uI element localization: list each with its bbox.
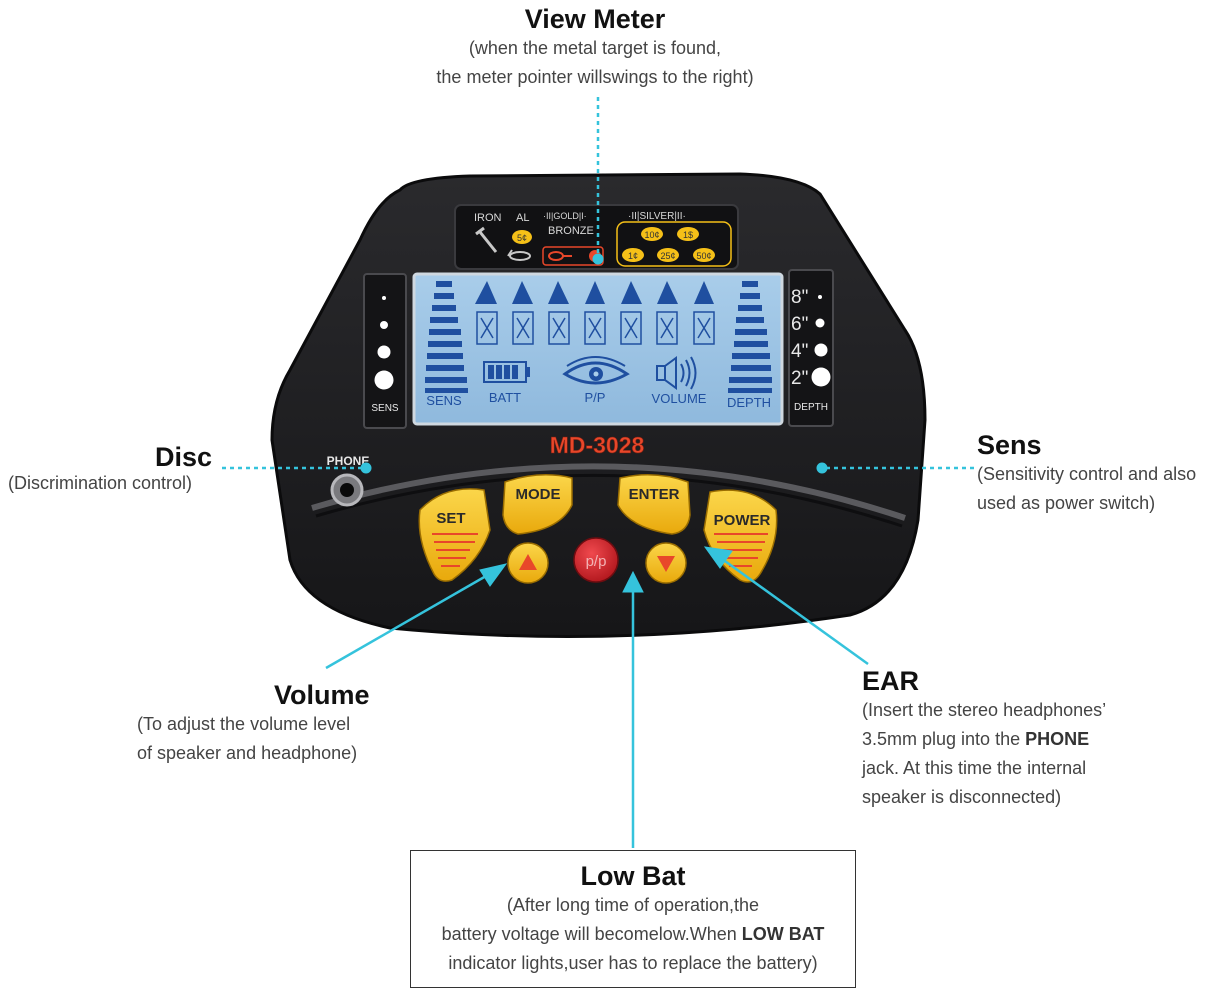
- ear-desc-line4: speaker is disconnected): [862, 787, 1062, 807]
- lcd-sens-label: SENS: [426, 393, 462, 408]
- svg-text:SET: SET: [436, 510, 465, 527]
- lcd-batt-label: BATT: [489, 390, 521, 405]
- phone-label: PHONE: [327, 454, 370, 468]
- depth-mark-6: 6": [791, 314, 808, 335]
- lcd-volume-label: VOLUME: [652, 391, 707, 406]
- iron-label: IRON: [474, 212, 502, 224]
- disc-title: Disc: [154, 442, 212, 472]
- svg-text:1$: 1$: [683, 230, 693, 240]
- nail-icon: [475, 226, 498, 253]
- view-meter-title: View Meter: [524, 4, 666, 34]
- set-button[interactable]: SET: [418, 488, 491, 582]
- svg-text:25¢: 25¢: [660, 251, 675, 261]
- ear-desc-line2: 3.5mm plug into the PHONE: [862, 729, 1090, 749]
- triangle-down-icon: [657, 556, 675, 572]
- lcd-depth-label: DEPTH: [727, 395, 771, 410]
- disc-annotation: Disc (Discrimination control): [8, 442, 218, 494]
- coin-1-dollar: 1$: [677, 227, 699, 241]
- eye-icon: [562, 356, 630, 385]
- coin-10c: 10¢: [641, 227, 663, 241]
- svg-text:50¢: 50¢: [696, 251, 711, 261]
- low-bat-desc-line1: (After long time of operation,the: [506, 895, 760, 915]
- svg-text:10¢: 10¢: [644, 230, 659, 240]
- triangle-up-icon: [519, 554, 537, 570]
- coin-25c: 25¢: [657, 248, 679, 262]
- phone-jack[interactable]: [330, 473, 364, 507]
- ear-desc-line3: jack. At this time the internal: [862, 758, 1087, 778]
- sens-title: Sens: [977, 430, 1042, 460]
- ear-desc-line1: (Insert the stereo headphones’: [862, 700, 1107, 720]
- depth-mark-2: 2": [791, 368, 808, 389]
- side-sens-label: SENS: [371, 403, 399, 414]
- sens-desc-line1: (Sensitivity control and also: [977, 464, 1197, 484]
- low-bat-desc-line2: battery voltage will becomelow.When LOW …: [441, 924, 825, 944]
- svg-text:MODE: MODE: [516, 486, 561, 503]
- depth-bar-graph: [728, 281, 772, 393]
- silver-label: ·II|SILVER|II·: [628, 211, 686, 222]
- callout-lines: [222, 97, 975, 848]
- lcd-screen: [412, 272, 784, 426]
- battery-icon: [483, 361, 530, 383]
- view-meter-annotation: View Meter (when the metal target is fou…: [380, 4, 810, 92]
- view-meter-desc-line1: (when the metal target is found,: [468, 38, 722, 58]
- svg-text:5¢: 5¢: [517, 233, 527, 243]
- depth-side-panel: [788, 269, 834, 427]
- volume-up-button[interactable]: [507, 542, 549, 584]
- sens-bar-graph: [425, 281, 468, 393]
- low-bat-desc-line3: indicator lights,user has to replace the…: [448, 953, 818, 973]
- lcd-pp-label: P/P: [585, 390, 606, 405]
- coin-50c: 50¢: [693, 248, 715, 262]
- volume-desc-line2: of speaker and headphone): [137, 743, 358, 763]
- disc-desc: (Discrimination control): [8, 473, 193, 493]
- ear-title: EAR: [862, 666, 920, 696]
- speaker-icon: [656, 356, 697, 390]
- ear-annotation: EAR (Insert the stereo headphones’ 3.5mm…: [862, 666, 1152, 812]
- sens-annotation: Sens (Sensitivity control and also used …: [977, 430, 1212, 518]
- svg-text:1¢: 1¢: [628, 251, 638, 261]
- bronze-label: BRONZE: [548, 225, 594, 237]
- coin-1c: 1¢: [622, 248, 644, 262]
- volume-annotation: Volume (To adjust the volume level of sp…: [137, 680, 397, 768]
- svg-text:ENTER: ENTER: [629, 486, 680, 503]
- enter-button[interactable]: ENTER: [617, 474, 691, 535]
- al-label: AL: [516, 212, 529, 224]
- svg-text:POWER: POWER: [714, 512, 771, 529]
- model-name: MD-3028: [550, 432, 645, 458]
- volume-desc-line1: (To adjust the volume level: [137, 714, 351, 734]
- pp-button[interactable]: p/p: [573, 537, 619, 583]
- low-bat-title: Low Bat: [580, 861, 686, 891]
- volume-down-button[interactable]: [645, 542, 687, 584]
- svg-text:p/p: p/p: [586, 553, 607, 570]
- gold-label: ·II|GOLD|I·: [543, 211, 587, 221]
- depth-mark-8: 8": [791, 287, 808, 308]
- coin-5c: 5¢: [512, 230, 532, 244]
- view-meter-desc-line2: the meter pointer willswings to the righ…: [436, 67, 754, 87]
- low-bat-annotation-box: Low Bat (After long time of operation,th…: [410, 850, 856, 988]
- pull-tab-icon: [507, 249, 531, 261]
- mode-button[interactable]: MODE: [502, 474, 573, 535]
- volume-title: Volume: [274, 680, 370, 710]
- side-depth-label: DEPTH: [794, 402, 828, 413]
- meter-indicators: [475, 281, 715, 345]
- sens-desc-line2: used as power switch): [977, 493, 1156, 513]
- depth-mark-4: 4": [791, 341, 808, 362]
